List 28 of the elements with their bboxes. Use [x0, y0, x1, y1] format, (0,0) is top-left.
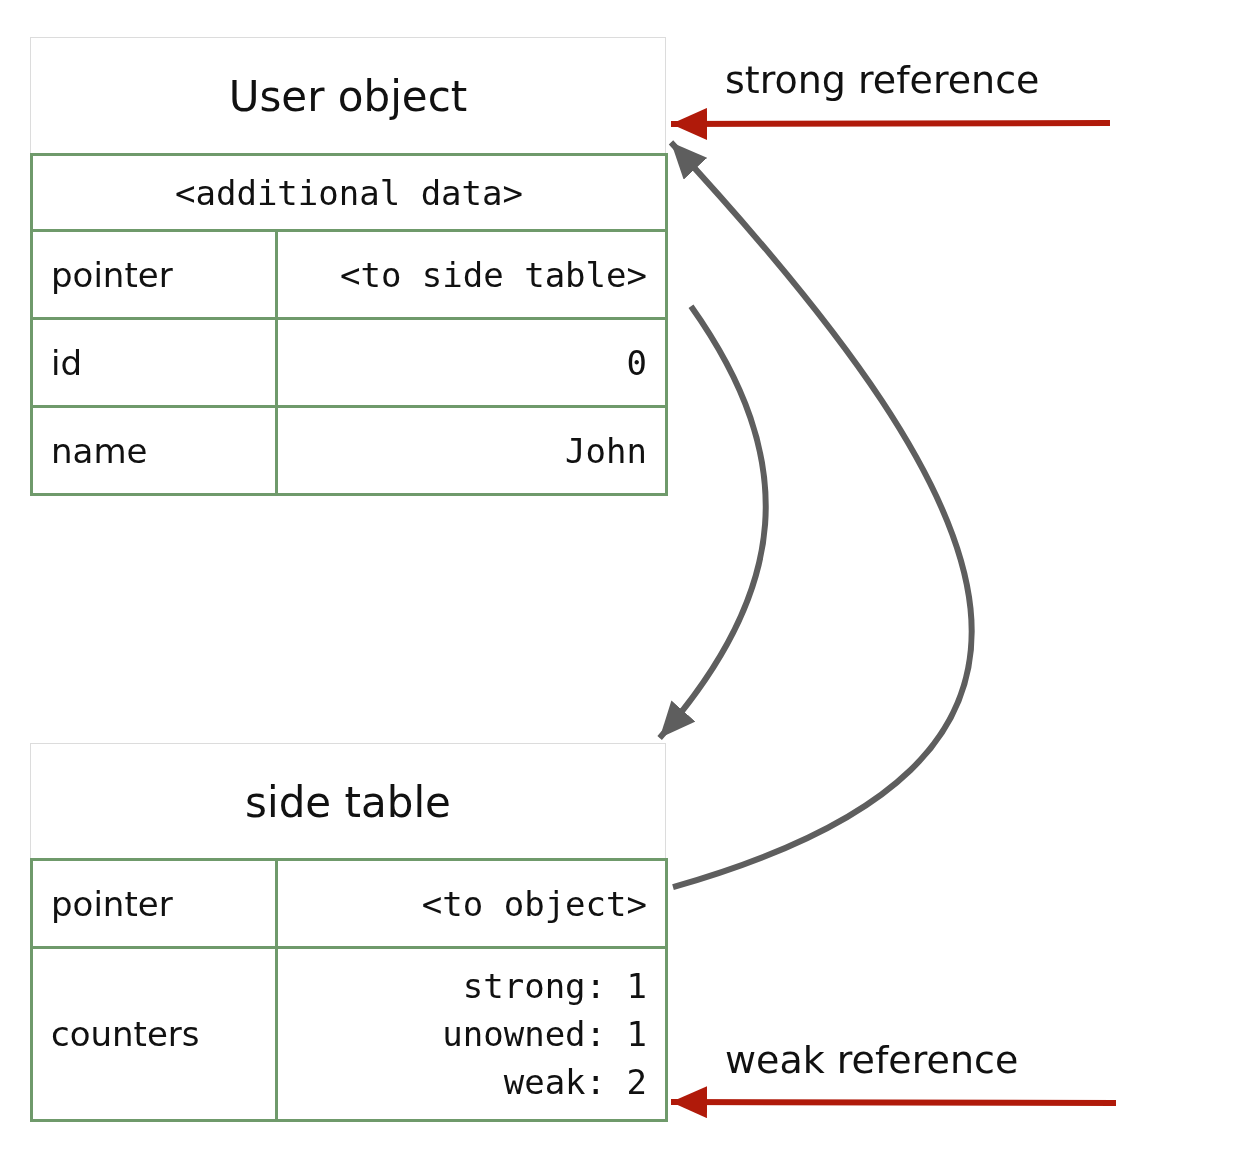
field-value: 0	[626, 341, 647, 385]
field-value: unowned: 1	[442, 1013, 647, 1056]
field-value: <to object>	[421, 882, 647, 926]
arrow	[668, 140, 974, 890]
field-value: John	[565, 429, 647, 473]
table-panel	[30, 37, 666, 495]
field-name: pointer	[51, 883, 173, 924]
table-cell	[275, 405, 668, 496]
table-cell	[30, 405, 278, 496]
field-value: strong: 1	[462, 965, 647, 1008]
table-cell	[30, 858, 278, 949]
table-cell	[275, 858, 668, 949]
table-cell	[275, 946, 668, 1122]
field-name: counters	[51, 1014, 200, 1054]
table-cell	[30, 153, 668, 232]
field-value: <additional data>	[175, 171, 523, 215]
arrow	[671, 107, 1110, 140]
arrow	[657, 304, 769, 740]
field-name: pointer	[51, 254, 173, 295]
field-value: weak: 2	[503, 1061, 647, 1104]
table-title: side table	[245, 777, 451, 827]
table-cell	[30, 946, 278, 1122]
table-panel	[30, 743, 666, 1121]
table-title: User object	[228, 71, 468, 121]
field-value: <to side table>	[339, 253, 647, 297]
arrow	[671, 1086, 1116, 1119]
field-name: id	[51, 342, 83, 383]
field-name: name	[51, 430, 148, 471]
